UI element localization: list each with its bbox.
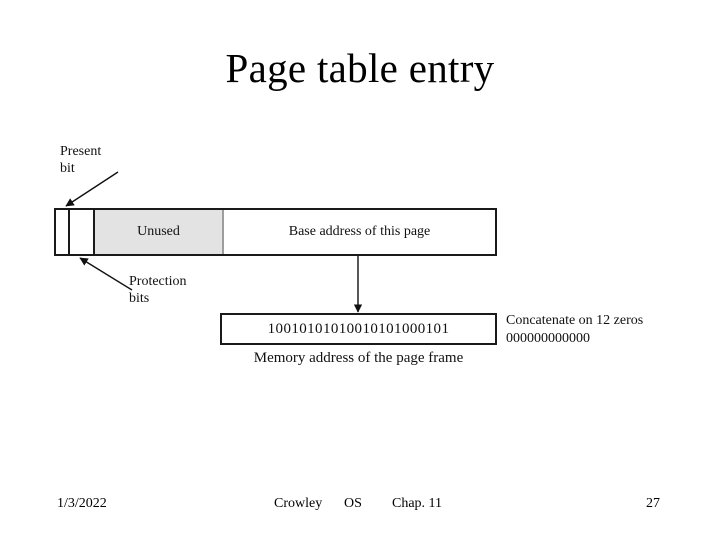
footer-course: OS — [344, 496, 362, 511]
unused-cell: Unused — [95, 210, 224, 254]
footer-date: 1/3/2022 — [57, 496, 107, 511]
present-bit-label: Present bit — [60, 144, 102, 176]
footer-chapter: Chap. 11 — [392, 496, 443, 511]
memory-address-bits: 10010101010010101000101 — [267, 320, 450, 337]
concatenate-note: Concatenate on 12 zeros 000000000000 — [506, 312, 643, 348]
protection-bits-label: Protection bits — [129, 274, 187, 306]
memory-address-box: 10010101010010101000101 — [220, 313, 497, 345]
present-bit-leader-line — [65, 171, 119, 207]
protection-bits-leader-line — [79, 257, 133, 291]
footer-author: Crowley — [274, 496, 323, 511]
concatenate-note-line1: Concatenate on 12 zeros — [506, 313, 644, 328]
concatenate-note-line2: 000000000000 — [506, 331, 590, 346]
present-bit-cell — [56, 210, 70, 254]
page-table-entry-box: Unused Base address of this page — [54, 208, 497, 256]
base-address-cell: Base address of this page — [224, 210, 495, 254]
protection-bits-cell — [70, 210, 95, 254]
page-title: Page table entry — [225, 45, 495, 91]
memory-address-caption: Memory address of the page frame — [253, 350, 464, 366]
footer-page-number: 27 — [646, 496, 660, 511]
